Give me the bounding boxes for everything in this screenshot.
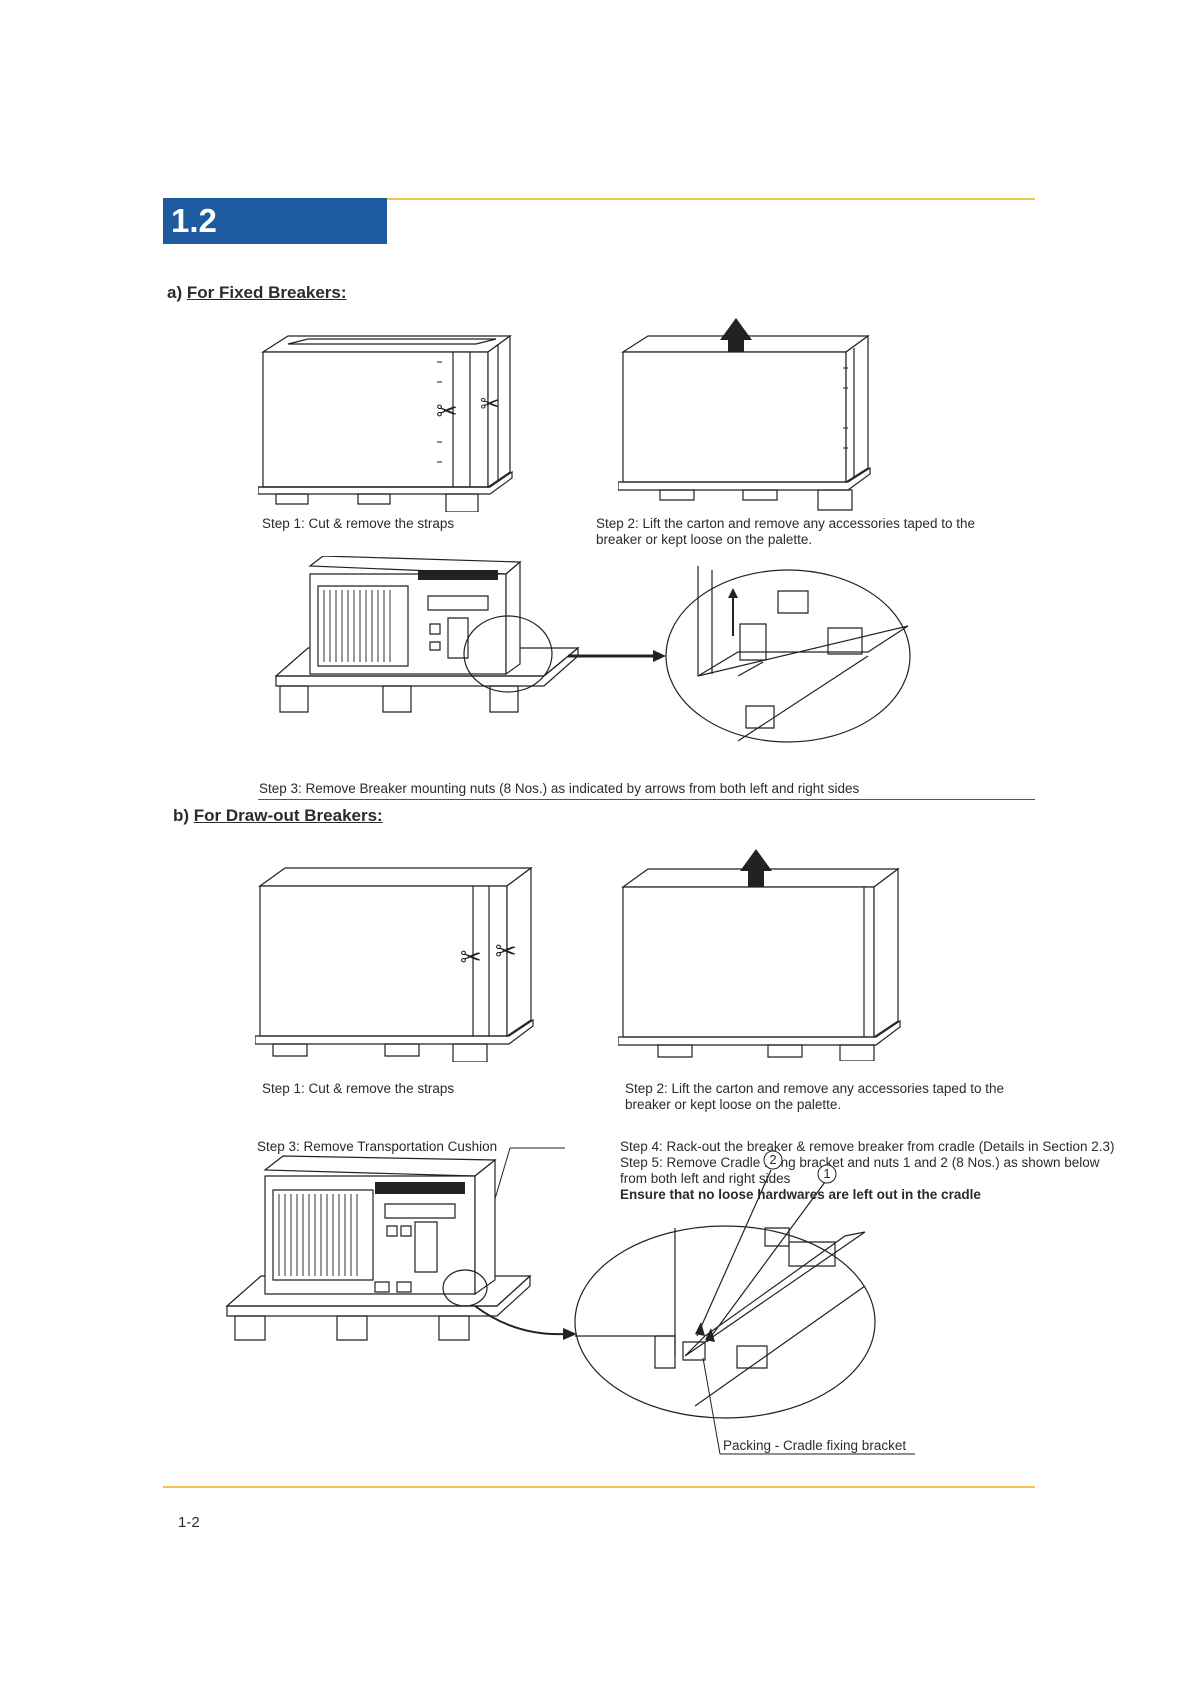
svg-text:✂: ✂: [460, 943, 482, 973]
svg-text:✂: ✂: [480, 390, 500, 418]
section-b-heading: b) For Draw-out Breakers:: [173, 806, 383, 826]
drawout-lift-carton-figure: [618, 845, 904, 1061]
breaker-on-palette-figure: [268, 556, 938, 776]
drawout-carton-with-straps-figure: ✂ ✂: [255, 856, 537, 1062]
section-divider: [258, 799, 1035, 800]
step-b1-caption: Step 1: Cut & remove the straps: [262, 1081, 454, 1097]
step-b2-line1: Step 2: Lift the carton and remove any a…: [625, 1081, 1004, 1097]
carton-with-straps-figure: ✂ ✂: [258, 322, 518, 512]
svg-text:✂: ✂: [436, 397, 458, 427]
bracket-label: Packing - Cradle fixing bracket: [723, 1438, 906, 1454]
section-a-prefix: a): [167, 283, 182, 302]
page-title: 1.2 Unpacking: [163, 198, 387, 244]
step-b2-line2: breaker or kept loose on the palette.: [625, 1097, 1004, 1113]
callout-1: 1: [823, 1166, 831, 1182]
svg-text:✂: ✂: [495, 937, 517, 967]
callout-2: 2: [769, 1152, 777, 1168]
section-b-title: For Draw-out Breakers:: [194, 806, 383, 825]
step-a2-line2: breaker or kept loose on the palette.: [596, 532, 975, 548]
page-number: 1-2: [178, 1515, 200, 1531]
step-a2-line1: Step 2: Lift the carton and remove any a…: [596, 516, 975, 532]
lift-carton-figure: [618, 318, 878, 512]
step-b2-caption: Step 2: Lift the carton and remove any a…: [625, 1081, 1004, 1113]
step-a1-caption: Step 1: Cut & remove the straps: [262, 516, 454, 532]
drawout-breaker-figure: [225, 1146, 945, 1462]
step-a2-caption: Step 2: Lift the carton and remove any a…: [596, 516, 975, 548]
step-a3-caption: Step 3: Remove Breaker mounting nuts (8 …: [259, 781, 859, 797]
section-b-prefix: b): [173, 806, 189, 825]
section-a-heading: a) For Fixed Breakers:: [167, 283, 347, 303]
section-a-title: For Fixed Breakers:: [187, 283, 347, 302]
bottom-rule: [163, 1486, 1035, 1488]
